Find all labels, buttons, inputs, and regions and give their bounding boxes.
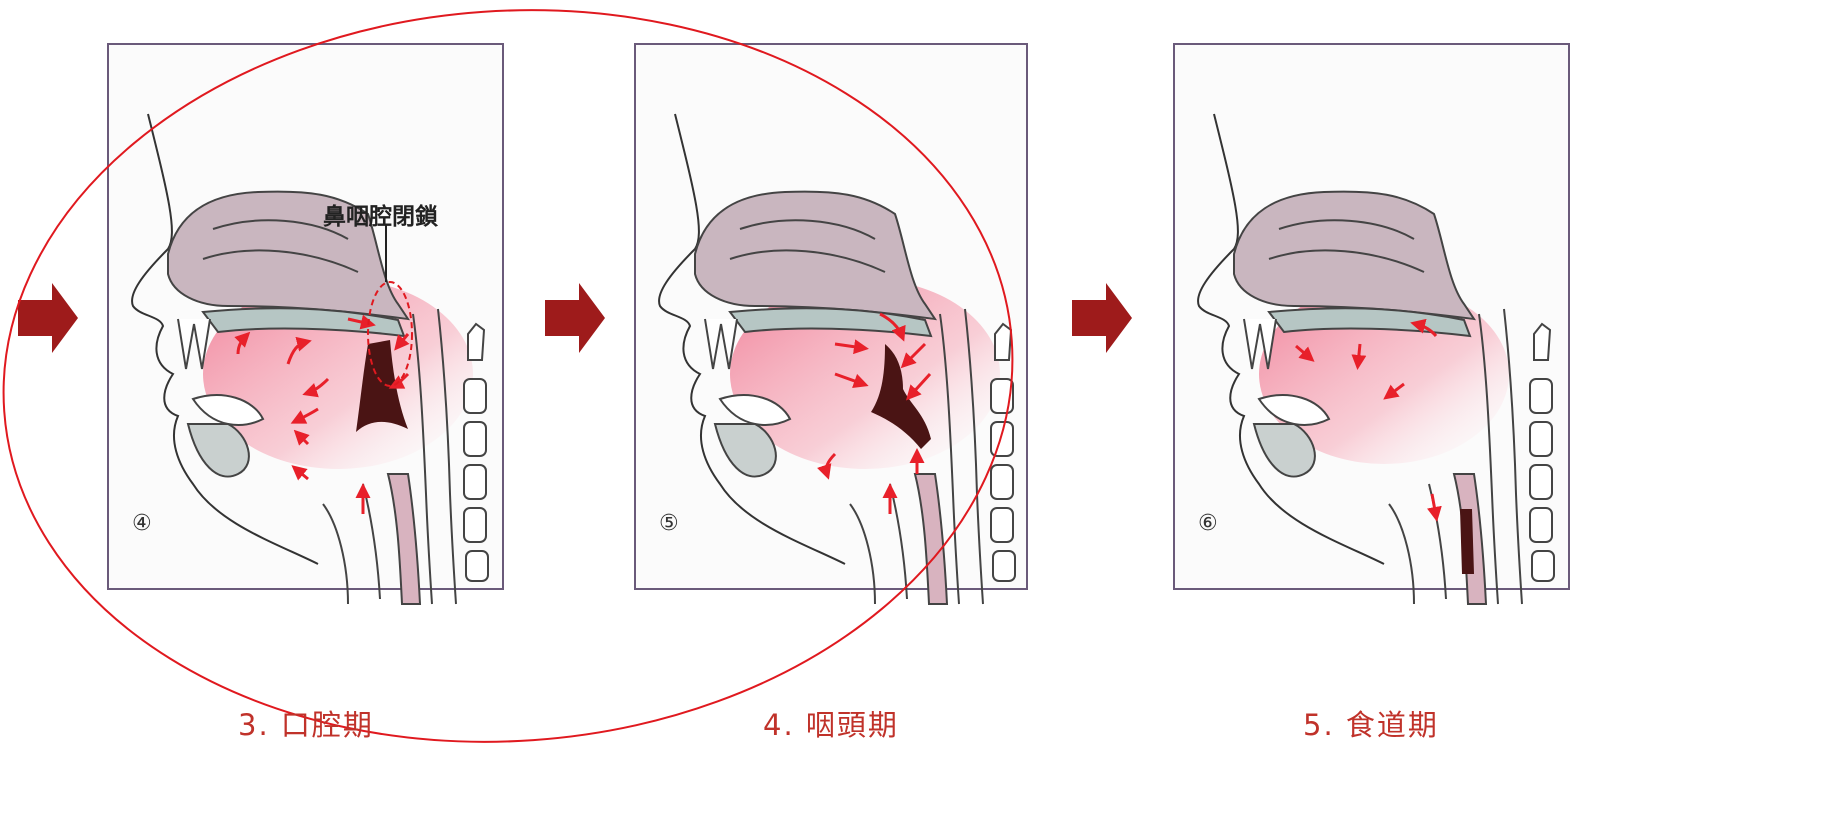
bolus <box>1460 509 1474 574</box>
callout-velopharyngeal-closure: 鼻咽腔閉鎖 <box>323 203 439 230</box>
panel-number: ④ <box>132 511 152 536</box>
caption-oral-phase: 3. 口腔期 <box>126 702 486 744</box>
panel-oral-phase: 鼻咽腔閉鎖 ④ <box>108 44 503 604</box>
caption-esophageal-phase: 5. 食道期 <box>1191 702 1551 744</box>
panel-esophageal-phase: ⑥ <box>1174 44 1569 604</box>
panel-pharyngeal-phase: ⑤ <box>635 44 1027 604</box>
process-arrow-2 <box>545 283 605 353</box>
panel-number: ⑥ <box>1198 511 1218 536</box>
process-arrow-3 <box>1072 283 1132 353</box>
process-arrow-1 <box>18 283 78 353</box>
panel-number: ⑤ <box>659 511 679 536</box>
caption-pharyngeal-phase: 4. 咽頭期 <box>651 702 1011 744</box>
